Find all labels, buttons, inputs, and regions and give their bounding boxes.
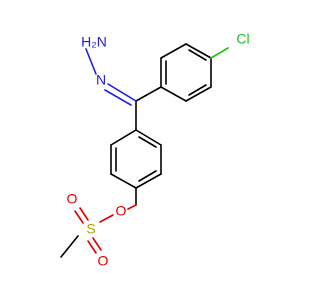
s-o-bottom-double-bond bbox=[87, 237, 102, 254]
atom-sulfonyl-oxygen-top: O bbox=[67, 191, 78, 207]
atom-ester-oxygen: O bbox=[116, 203, 127, 219]
s-methyl-bond bbox=[60, 235, 79, 258]
s-o-top-double-bond bbox=[74, 207, 89, 224]
c-o-bond-red bbox=[127, 204, 137, 210]
atom-sulfur: S bbox=[86, 221, 95, 237]
atom-sulfonyl-oxygen-bottom: O bbox=[98, 253, 109, 269]
c-cl-bond bbox=[210, 47, 229, 59]
atom-chlorine: Cl bbox=[236, 31, 249, 47]
atom-hydrazine-nh2: H₂N bbox=[81, 34, 107, 50]
chlorophenyl-ring bbox=[160, 43, 212, 102]
central-carbon-bonds bbox=[135, 86, 162, 131]
atom-hydrazone-n: N bbox=[96, 72, 106, 88]
c-n-double-bond bbox=[104, 83, 137, 106]
structure-canvas: H₂N N Cl O S O O bbox=[60, 31, 250, 269]
o-s-bond bbox=[99, 214, 114, 223]
n-n-bond bbox=[85, 48, 97, 75]
phenylene-ring bbox=[110, 129, 162, 189]
